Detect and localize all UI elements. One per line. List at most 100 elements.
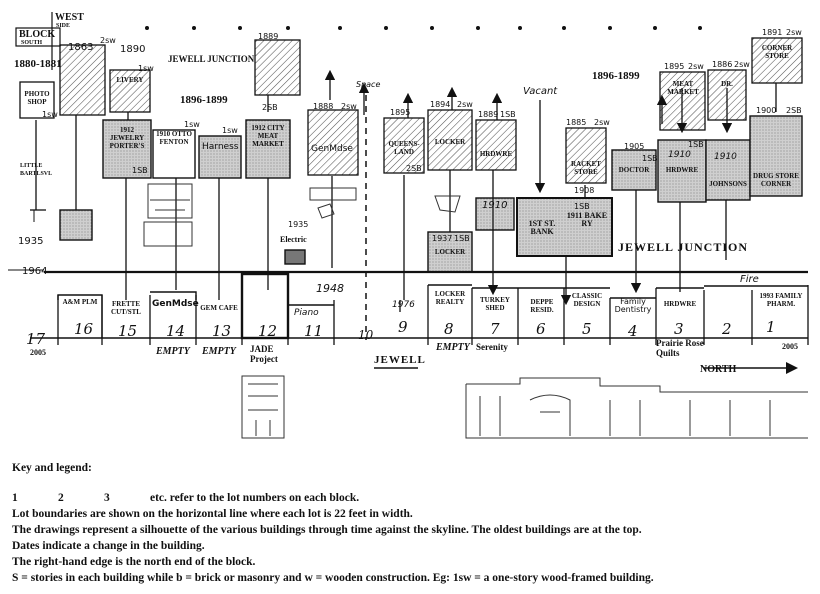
lot-1-number: 1	[766, 318, 776, 336]
era-1896-label: 1896-1899	[180, 94, 228, 106]
current-building-outlines	[57, 272, 808, 340]
era-1880-label: 1880-1881	[14, 58, 62, 70]
corner-block-label: BLOCK	[19, 29, 56, 40]
north-label: NORTH	[700, 364, 737, 375]
mid-building-doctor: DOCTOR	[618, 166, 650, 174]
lot-2-number: 2	[722, 320, 732, 338]
little-bartl-label: LITTLE BARTLSVL	[20, 163, 53, 177]
empty-lot-13: EMPTY	[202, 346, 236, 357]
empty-lot-14: EMPTY	[156, 346, 190, 357]
lot-14-name: GenMdse	[152, 299, 199, 309]
legend-title: Key and legend:	[12, 462, 92, 474]
old-building-photo-shop: PHOTO SHOP	[24, 90, 50, 106]
mid-building-drug-store: DRUG STORE CORNER	[753, 172, 799, 188]
top-dots	[145, 26, 702, 30]
era-1896-right-label: 1896-1899	[592, 70, 640, 82]
mid-building-johnsons: JOHNSONS	[709, 180, 747, 188]
mid-building-first-st-bank: 1ST ST. BANK	[528, 219, 556, 236]
old-building-silhouettes	[19, 37, 803, 184]
serenity-label: Serenity	[476, 342, 508, 352]
lot-8-number: 8	[444, 320, 454, 338]
lot-7-name: TURKEY SHED	[480, 296, 510, 312]
year-2005-left: 2005	[30, 348, 46, 357]
legend-line-north: The right-hand edge is the north end of …	[12, 556, 256, 568]
mid-building-silhouettes	[59, 115, 803, 273]
mid-building-racket-store: RACKET STORE	[571, 160, 601, 176]
diagram-drawing	[8, 12, 809, 439]
year-2005-right: 2005	[782, 342, 798, 351]
electric-label: Electric	[280, 235, 307, 244]
mid-building-locker-1937: LOCKER	[434, 248, 466, 256]
lot-3-number: 3	[674, 320, 684, 338]
mid-building-bakery: 1911 BAKE RY	[566, 211, 608, 228]
lot-1-name: 1993 FAMILY PHARM.	[759, 292, 803, 308]
lot-3-name: HRDWRE	[663, 300, 697, 308]
old-building-meat-market: MEAT MARKET	[667, 80, 699, 96]
old-building-1889: 1889	[258, 32, 279, 41]
legend-line-lots: Lot boundaries are shown on the horizont…	[12, 508, 413, 520]
lot-4-number: 4	[628, 322, 638, 340]
lot-10-number: 10	[358, 328, 374, 342]
mid-building-1935: 1935	[288, 220, 309, 229]
lot-9-number: 9	[398, 318, 408, 336]
mid-building-hardware-2: HRDWRE	[665, 166, 699, 174]
bottom-building-sketches	[241, 375, 808, 439]
corner-west-label: WEST	[55, 12, 84, 23]
mid-building-queensland: QUEENS-LAND	[388, 140, 420, 156]
lot-11-number: 11	[304, 322, 324, 340]
lot-15-number: 15	[118, 322, 138, 340]
lot-6-number: 6	[536, 320, 546, 338]
lot-7-number: 7	[490, 320, 500, 338]
lot-17-number: 17	[26, 330, 46, 348]
old-building-corner-store: CORNER STORE	[761, 44, 793, 60]
mid-building-1910-lot7: 1910	[482, 200, 508, 211]
lot-16-number: 16	[74, 320, 94, 338]
lot-16-name: A&M PLM	[62, 298, 98, 306]
lot-6-name: DEPPE RESID.	[530, 298, 554, 314]
legend-line-drawings: The drawings represent a silhouette of t…	[12, 524, 642, 536]
mid-building-1948: 1948	[316, 282, 344, 295]
lot-5-name: CLASSIC DESIGN	[571, 292, 603, 308]
old-building-doctor: DR.	[721, 80, 733, 88]
mid-building-city-meat-market: 1912 CITY MEAT MARKET	[251, 124, 285, 148]
ref-1964-label: 1964	[22, 266, 48, 277]
lot-15-name: FRETTE CUT/STL	[111, 300, 141, 316]
jewell-junction-title: JEWELL JUNCTION	[618, 240, 749, 254]
lot-4-name: Family Dentistry	[614, 297, 652, 314]
corner-side-label: SIDE	[56, 23, 71, 29]
old-building-1888: 1888	[313, 102, 334, 111]
legend-line-dates: Dates indicate a change in the building.	[12, 540, 205, 552]
mid-building-1976: 1976	[392, 300, 415, 310]
old-building-1863: 1863	[68, 42, 94, 53]
lot-13-name: GEM CAFE	[200, 304, 238, 312]
fire-label: Fire	[740, 274, 759, 285]
jade-project-label: JADE Project	[250, 344, 278, 364]
jewell-street-label: JEWELL	[374, 354, 426, 366]
corner-box	[15, 27, 61, 47]
old-building-1895: 1895	[390, 108, 411, 117]
mid-building-locker: LOCKER	[434, 138, 466, 146]
old-building-1894: 1894	[430, 100, 451, 109]
old-building-livery: LIVERY	[116, 76, 144, 84]
lot-14-number: 14	[166, 322, 186, 340]
mid-building-otto-fenton: 1910 OTTO FENTON	[156, 130, 192, 146]
mid-building-harness: Harness	[202, 142, 239, 152]
ref-1935-label: 1935	[18, 236, 44, 247]
mid-building-genmdse: GenMdse	[311, 144, 353, 154]
mid-building-hardware: HRDWRE	[479, 150, 513, 158]
corner-south-label: SOUTH	[21, 40, 43, 46]
inline-sketches	[143, 183, 461, 247]
lot-13-number: 13	[212, 322, 232, 340]
lot-5-number: 5	[582, 320, 592, 338]
block-history-diagram: BLOCK SOUTH WEST SIDE 1880-1881 1896-189…	[8, 12, 809, 439]
jewell-junction-top-title: JEWELL JUNCTION	[168, 54, 255, 64]
lot-8-name: LOCKER REALTY	[434, 290, 466, 306]
empty-lot-8: EMPTY	[436, 342, 470, 353]
lot-11-name: Piano	[294, 308, 319, 318]
lot-12-number: 12	[258, 322, 278, 340]
mid-building-jewelry: 1912 JEWELRY PORTER'S	[109, 126, 145, 150]
vacant-label: Vacant	[523, 86, 558, 97]
old-building-1885: 1885	[566, 118, 587, 127]
